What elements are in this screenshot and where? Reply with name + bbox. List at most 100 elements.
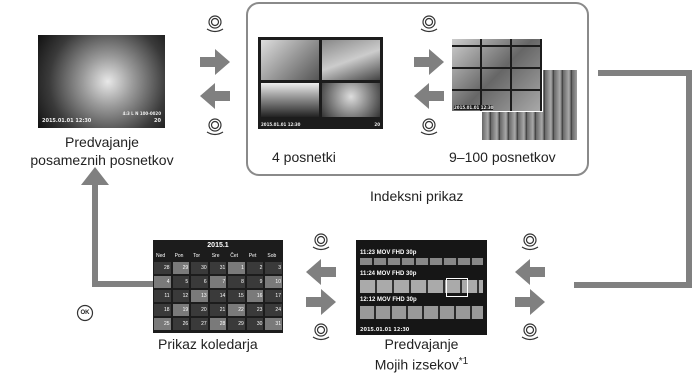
arrow-right-4 (515, 289, 545, 315)
myclips-row-3: 12:12 MOV FHD 30p (360, 297, 417, 303)
dial-icon (208, 15, 222, 29)
calendar-day: 14 (219, 293, 226, 299)
calendar-day: 15 (238, 293, 244, 299)
many-timestamp: 2015.01.01 12:30 (454, 105, 494, 110)
calendar-day: 30 (256, 321, 263, 327)
bracket-connector (574, 70, 692, 288)
myclips-row-2: 11:24 MOV FHD 30p (360, 271, 417, 277)
index-many-label: 9–100 posnetkov (449, 149, 556, 165)
calendar-cell: 23 (246, 304, 264, 316)
calendar-cell: 10 (265, 276, 282, 288)
dial-icon-inner (316, 235, 326, 245)
calendar-cell: 7 (209, 276, 227, 288)
dial-icon-inner (424, 120, 434, 130)
dial-rotation-icon (206, 28, 224, 33)
myclips-label-line2: Mojih izsekov*1 (350, 353, 493, 374)
myclips-footnote: *1 (458, 356, 469, 367)
dial-rotation-icon (312, 336, 330, 341)
calendar-day: 23 (256, 307, 263, 313)
single-label-line2: posameznih posnetkov (30, 152, 174, 168)
four-timestamp: 2015.01.01 12:30 (261, 122, 301, 127)
calendar-cell: 2 (246, 262, 264, 274)
single-timestamp: 2015.01.01 12:30 (42, 118, 92, 124)
dial-icon (422, 15, 436, 29)
calendar-cell: 25 (154, 318, 171, 330)
arrow-left-4 (515, 259, 545, 285)
calendar-cell: 5 (172, 276, 190, 288)
index-4-thumbnail: 2015.01.01 12:30 20 (258, 37, 383, 129)
calendar-day: 25 (164, 321, 170, 327)
calendar-cell: 11 (154, 290, 171, 302)
calendar-title: 2015.1 (207, 242, 229, 249)
calendar-day: 17 (275, 293, 281, 299)
calendar-day: 19 (182, 307, 189, 313)
dial-rotation-icon (312, 246, 330, 251)
dial-icon (208, 118, 222, 132)
calendar-day: 18 (164, 307, 170, 313)
calendar-cell: 26 (172, 318, 190, 330)
calendar-day: 29 (238, 321, 244, 327)
calendar-weekday: Ned (156, 253, 166, 259)
dial-icon-inner (210, 17, 220, 27)
myclips-label: Predvajanje Mojih izsekov*1 (350, 335, 493, 374)
myclips-label-text: Mojih izsekov (374, 356, 459, 373)
dial-icon (523, 323, 537, 337)
dial-rotation-icon (521, 246, 539, 251)
calendar-cell: 13 (191, 290, 208, 302)
dial-icon-inner (316, 325, 326, 335)
calendar-day: 4 (166, 279, 170, 285)
calendar-cell: 3 (265, 262, 282, 274)
calendar-day: 31 (275, 321, 281, 327)
arrow-left-3 (306, 259, 336, 285)
calendar-day: 30 (201, 265, 207, 271)
calendar-cell: 24 (265, 304, 282, 316)
calendar-day: 27 (201, 321, 207, 327)
calendar-day: 8 (241, 279, 244, 285)
calendar-day: 26 (182, 321, 189, 327)
calendar-day: 13 (201, 293, 207, 299)
calendar-weekday: Tor (193, 253, 201, 259)
calendar-cell: 29 (228, 318, 245, 330)
calendar-cell: 17 (265, 290, 282, 302)
calendar-day: 1 (241, 265, 244, 271)
myclips-timestamp: 2015.01.01 12:30 (360, 327, 410, 333)
dial-rotation-icon (420, 28, 438, 33)
calendar-cell: 6 (191, 276, 208, 288)
arrow-left-2 (414, 83, 444, 109)
index-4-label: 4 posnetki (272, 149, 336, 165)
calendar-cell: 31 (209, 262, 227, 274)
calendar-day: 29 (182, 265, 189, 271)
single-label-line1: Predvajanje (65, 134, 139, 150)
dial-icon (523, 233, 537, 247)
calendar-day: 5 (185, 279, 189, 285)
calendar-weekday: Sob (267, 253, 277, 259)
dial-rotation-icon (521, 336, 539, 341)
dial-icon-inner (210, 120, 220, 130)
dial-icon (314, 323, 328, 337)
four-count: 20 (374, 122, 380, 127)
dial-icon (314, 233, 328, 247)
dial-icon (422, 118, 436, 132)
return-arrow (81, 167, 155, 287)
calendar-cell: 14 (209, 290, 227, 302)
calendar-day: 20 (201, 307, 207, 313)
calendar-cell: 4 (154, 276, 171, 288)
calendar-cell: 9 (246, 276, 264, 288)
myclips-label-line1: Predvajanje (384, 336, 459, 352)
calendar-cell: 30 (191, 262, 208, 274)
calendar-cell: 1 (228, 262, 245, 274)
calendar-cell: 30 (246, 318, 264, 330)
calendar-label: Prikaz koledarja (158, 336, 258, 352)
calendar-day: 28 (164, 265, 170, 271)
single-playback-label: Predvajanje posameznih posnetkov (0, 133, 204, 169)
dial-rotation-icon (420, 131, 438, 136)
calendar-weekday: Pon (174, 253, 184, 259)
calendar-day: 31 (219, 265, 226, 271)
dial-icon-inner (525, 235, 535, 245)
calendar-cell: 21 (209, 304, 227, 316)
arrow-left-1 (200, 83, 230, 109)
calendar-day: 21 (219, 307, 226, 313)
arrow-right-2 (414, 49, 444, 75)
calendar-day: 2 (259, 265, 263, 271)
calendar-cell: 22 (228, 304, 245, 316)
